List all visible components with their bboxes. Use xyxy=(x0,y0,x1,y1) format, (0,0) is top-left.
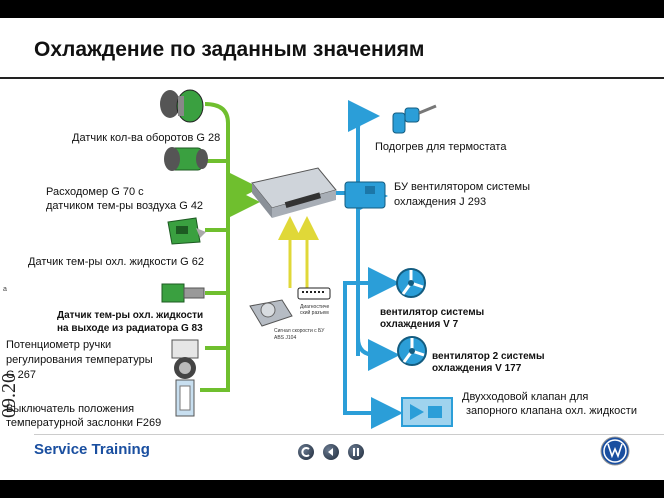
label-j293-line1: БУ вентилятором системы xyxy=(394,181,531,193)
label-g28: Датчик кол-ва оборотов G 28 xyxy=(72,132,221,144)
label-g70-line1: Расходомер G 70 с xyxy=(46,186,144,198)
slide-title: Охлаждение по заданным значениям xyxy=(34,38,425,61)
label-abs-line2: ABS J104 xyxy=(274,335,297,341)
label-j293-line2: охлаждения J 293 xyxy=(394,196,487,208)
slide: Охлаждение по заданным значениям xyxy=(0,18,664,480)
side-mark: a xyxy=(3,286,7,293)
potentiometer-icon xyxy=(171,339,199,417)
label-g83-line2: на выходе из радиатора G 83 xyxy=(57,323,203,334)
airflow-meter-icon xyxy=(164,147,208,171)
label-g267-line3: G 267 xyxy=(6,369,36,381)
label-g267-line2: регулирования температуры xyxy=(6,354,153,366)
input-wires xyxy=(200,102,260,392)
thermostat-icon xyxy=(392,104,437,134)
footer-title: Service Training xyxy=(34,441,150,458)
output-wires xyxy=(330,100,403,429)
label-g83-line1: Датчик тем-ры охл. жидкости xyxy=(57,310,204,321)
side-number: 09.20 xyxy=(0,373,20,418)
pause-icon xyxy=(353,448,359,456)
label-abs-line1: Сигнал скорости с БУ xyxy=(274,328,325,334)
footer-divider xyxy=(34,434,664,435)
home-button[interactable] xyxy=(298,444,314,460)
title-divider xyxy=(0,77,664,79)
wiring-diagram xyxy=(160,89,453,429)
label-valve-line1: Двухходовой клапан для xyxy=(462,391,589,403)
label-diag-line2: ский разъем xyxy=(300,310,329,316)
temp-sensor-icon xyxy=(167,217,206,245)
valve-icon xyxy=(401,397,453,427)
vw-logo-icon xyxy=(600,436,630,466)
label-thermostat: Подогрев для термостата xyxy=(375,141,507,153)
label-g267-line1: Потенциометр ручки xyxy=(6,339,112,351)
label-f269-line1: Выключатель положения xyxy=(6,403,135,415)
label-diag-line1: Диагностиче xyxy=(300,304,330,310)
previous-button[interactable] xyxy=(323,444,339,460)
fan-icon xyxy=(396,268,426,298)
label-v7-line1: вентилятор системы xyxy=(380,307,485,318)
label-v177-line2: охлаждения V 177 xyxy=(432,363,522,374)
abs-unit-icon xyxy=(249,299,293,327)
home-icon xyxy=(301,447,310,457)
sensor-g28-icon xyxy=(160,89,204,123)
label-v7-line2: охлаждения V 7 xyxy=(380,319,459,330)
ecu-icon xyxy=(251,167,337,218)
label-v177-line1: вентилятор 2 системы xyxy=(432,351,545,362)
back-arrow-icon xyxy=(328,448,333,456)
diag-wires xyxy=(278,216,319,298)
fan-2-icon xyxy=(397,336,427,366)
pause-button[interactable] xyxy=(348,444,364,460)
label-g70-line2: датчиком тем-ры воздуха G 42 xyxy=(46,200,204,212)
radiator-sensor-icon xyxy=(161,283,205,303)
label-valve-line2: запорного клапана охл. жидкости xyxy=(466,405,637,417)
diagnostic-connector-icon xyxy=(297,287,331,300)
label-f269-line2: температурной заслонки F269 xyxy=(6,417,162,429)
label-g62: Датчик тем-ры охл. жидкости G 62 xyxy=(28,256,205,268)
fan-controller-icon xyxy=(344,181,386,209)
